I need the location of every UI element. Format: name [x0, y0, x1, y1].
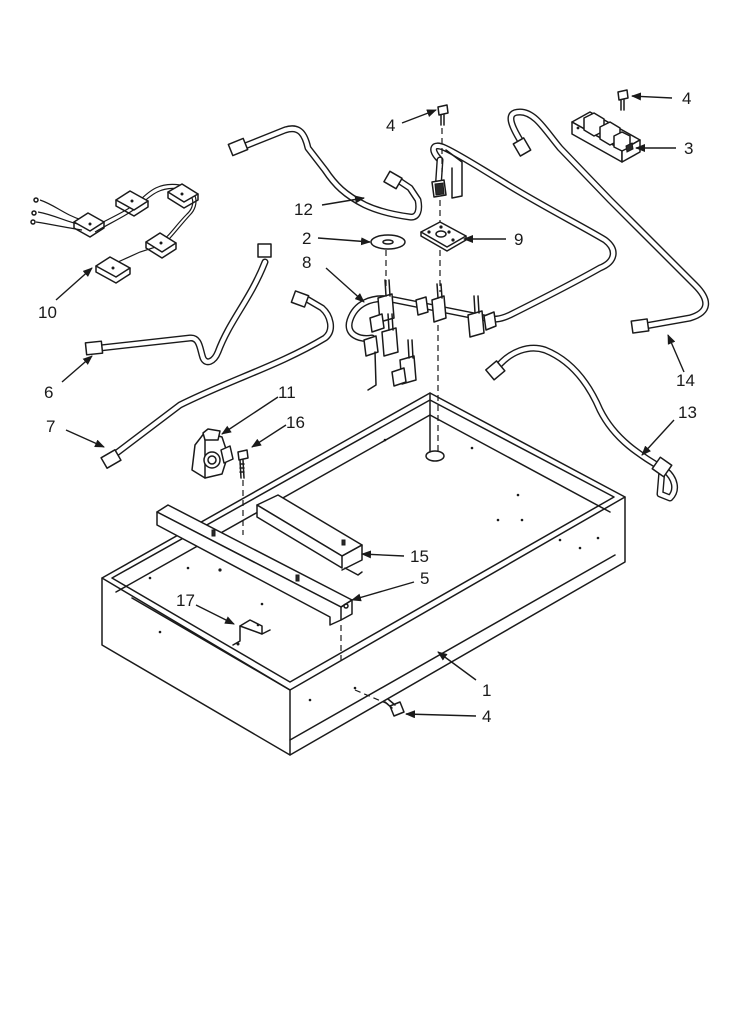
screw-16 — [237, 449, 249, 479]
callout-4-top: 4 — [386, 116, 395, 135]
callout-8: 8 — [302, 253, 311, 272]
callout-14: 14 — [676, 371, 695, 390]
alignment-lines — [242, 128, 443, 705]
tube-7 — [100, 290, 335, 469]
screw-4-top — [437, 104, 449, 126]
spark-module — [571, 111, 641, 163]
callout-6: 6 — [44, 383, 53, 402]
callout-12: 12 — [294, 200, 313, 219]
base-pan — [101, 392, 626, 756]
mounting-plate — [420, 221, 467, 252]
screw-4-bottom — [384, 698, 405, 717]
callout-9: 9 — [514, 230, 523, 249]
callout-4-right: 4 — [682, 89, 691, 108]
pressure-regulator — [191, 428, 234, 479]
callout-7: 7 — [46, 417, 55, 436]
callout-15: 15 — [410, 547, 429, 566]
callout-labels: 4 4 3 12 2 9 8 10 14 6 11 13 16 7 15 5 1… — [38, 89, 697, 726]
callout-16: 16 — [286, 413, 305, 432]
wire-harness — [30, 183, 199, 284]
callout-5: 5 — [420, 569, 429, 588]
tube-6 — [84, 243, 272, 366]
callout-17: 17 — [176, 591, 195, 610]
clip — [232, 619, 271, 646]
callout-1: 1 — [482, 681, 491, 700]
manifold-tube — [345, 142, 617, 342]
tube-14 — [507, 108, 710, 334]
leader-lines — [55, 92, 685, 719]
callout-10: 10 — [38, 303, 57, 322]
bracket-short — [256, 494, 363, 576]
callout-3: 3 — [684, 139, 693, 158]
callout-11: 11 — [278, 383, 296, 402]
callout-13: 13 — [678, 403, 697, 422]
callout-2: 2 — [302, 229, 311, 248]
callout-4-bottom: 4 — [482, 707, 491, 726]
tube-12 — [227, 125, 423, 221]
burner-valves — [363, 279, 497, 391]
tube-13 — [485, 344, 679, 502]
screw-4-right — [617, 89, 629, 111]
washer — [370, 234, 406, 250]
